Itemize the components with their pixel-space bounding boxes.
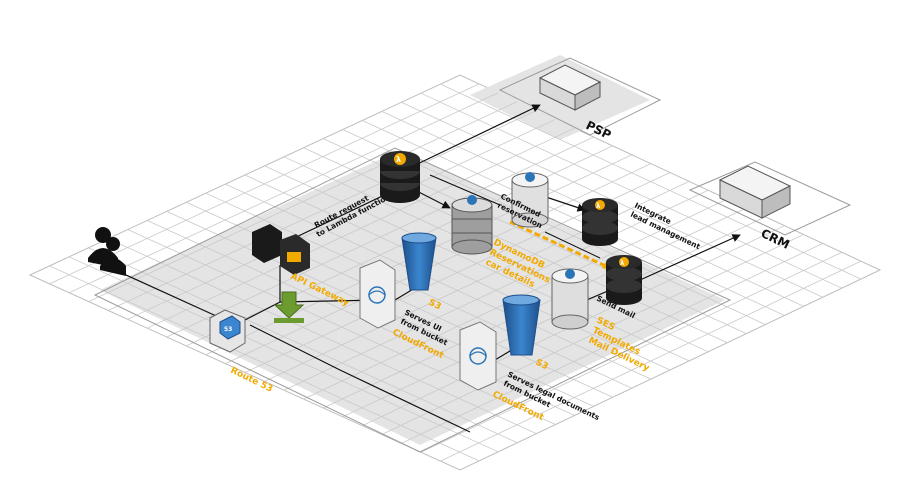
grid-line xyxy=(440,260,862,462)
cloudfront-icon-legal xyxy=(459,321,497,391)
grid-line xyxy=(147,127,575,329)
grid-line xyxy=(381,234,804,435)
grid-line xyxy=(108,110,537,311)
lambda-icon-mail: λ xyxy=(606,255,642,305)
api-gateway-icon xyxy=(252,224,310,275)
svg-text:λ: λ xyxy=(396,155,401,164)
grid-line xyxy=(225,163,652,364)
crm-boundary xyxy=(688,161,852,236)
lambda-icon-stream: λ xyxy=(582,198,618,246)
grid-line xyxy=(401,243,823,444)
grid-line xyxy=(166,136,594,338)
svg-text:53: 53 xyxy=(224,326,232,333)
cloudfront-icon xyxy=(359,259,396,329)
lambda-icon: λ xyxy=(380,151,420,203)
connectors xyxy=(114,104,741,433)
psp-boundary xyxy=(498,57,662,136)
route53-icon: 53 xyxy=(209,309,246,353)
svg-text:λ: λ xyxy=(620,259,625,267)
grid-floor xyxy=(28,55,882,471)
user-icon xyxy=(88,227,126,276)
ses-icon xyxy=(551,268,589,330)
grid-line xyxy=(420,251,842,453)
region-boundary xyxy=(93,147,732,453)
s3-bucket-icon-legal xyxy=(502,294,541,356)
download-arrow-icon xyxy=(273,291,305,323)
grid-line xyxy=(88,101,518,302)
svg-text:λ: λ xyxy=(596,202,601,210)
grid-line xyxy=(68,92,499,294)
grid-line xyxy=(49,83,480,285)
grid-line xyxy=(283,189,709,391)
dynamodb-table-icon xyxy=(511,172,549,228)
grid-line xyxy=(264,181,690,382)
grid-line xyxy=(127,118,556,320)
s3-bucket-icon xyxy=(401,232,437,291)
dynamodb-icon xyxy=(451,195,493,255)
